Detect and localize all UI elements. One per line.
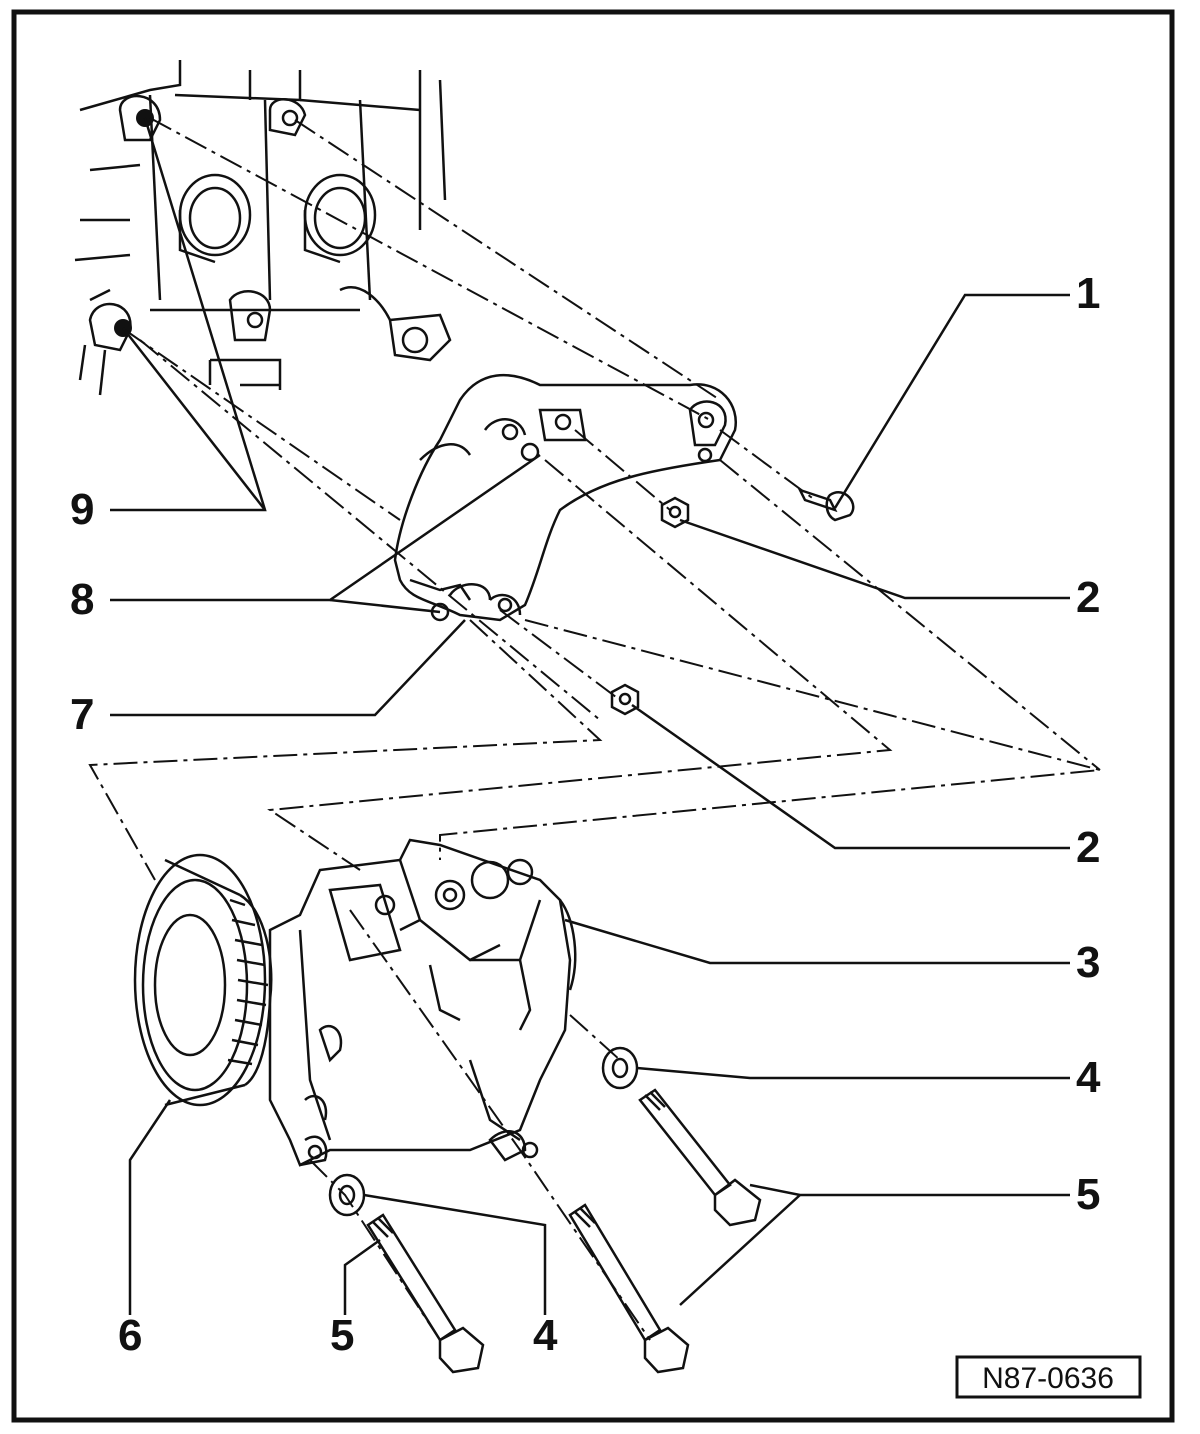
leader-lines bbox=[110, 117, 1070, 1315]
callout-4-left: 4 bbox=[533, 1311, 558, 1360]
bolt-item-5-mid bbox=[568, 1203, 690, 1374]
bolt-item-5-left bbox=[366, 1213, 485, 1374]
callout-6: 6 bbox=[118, 1311, 142, 1360]
callout-8: 8 bbox=[70, 575, 94, 624]
bolt-item-5-right bbox=[638, 1088, 762, 1227]
callout-2-lower: 2 bbox=[1076, 823, 1100, 872]
callout-9: 9 bbox=[70, 485, 94, 534]
callout-5-left: 5 bbox=[330, 1311, 354, 1360]
figure-id: N87-0636 bbox=[982, 1362, 1114, 1395]
figure-frame bbox=[11, 9, 1175, 1423]
washer-item-4-right bbox=[601, 1046, 639, 1090]
callout-3: 3 bbox=[1076, 938, 1100, 987]
washer-item-4-left bbox=[328, 1173, 366, 1217]
callout-4-right: 4 bbox=[1076, 1053, 1101, 1102]
nut-item-2-lower bbox=[610, 683, 640, 716]
callout-1: 1 bbox=[1076, 269, 1100, 318]
bolt-item-1 bbox=[797, 487, 855, 522]
assembly-axis-lines bbox=[88, 117, 1101, 1341]
callout-5-right: 5 bbox=[1076, 1170, 1100, 1219]
nut-item-2-upper bbox=[660, 496, 690, 529]
callout-7: 7 bbox=[70, 690, 94, 739]
mounting-bracket bbox=[393, 373, 738, 622]
figure-id-box bbox=[955, 1355, 1142, 1399]
engine-block bbox=[74, 60, 452, 396]
callout-2-upper: 2 bbox=[1076, 573, 1100, 622]
compressor bbox=[133, 838, 577, 1167]
